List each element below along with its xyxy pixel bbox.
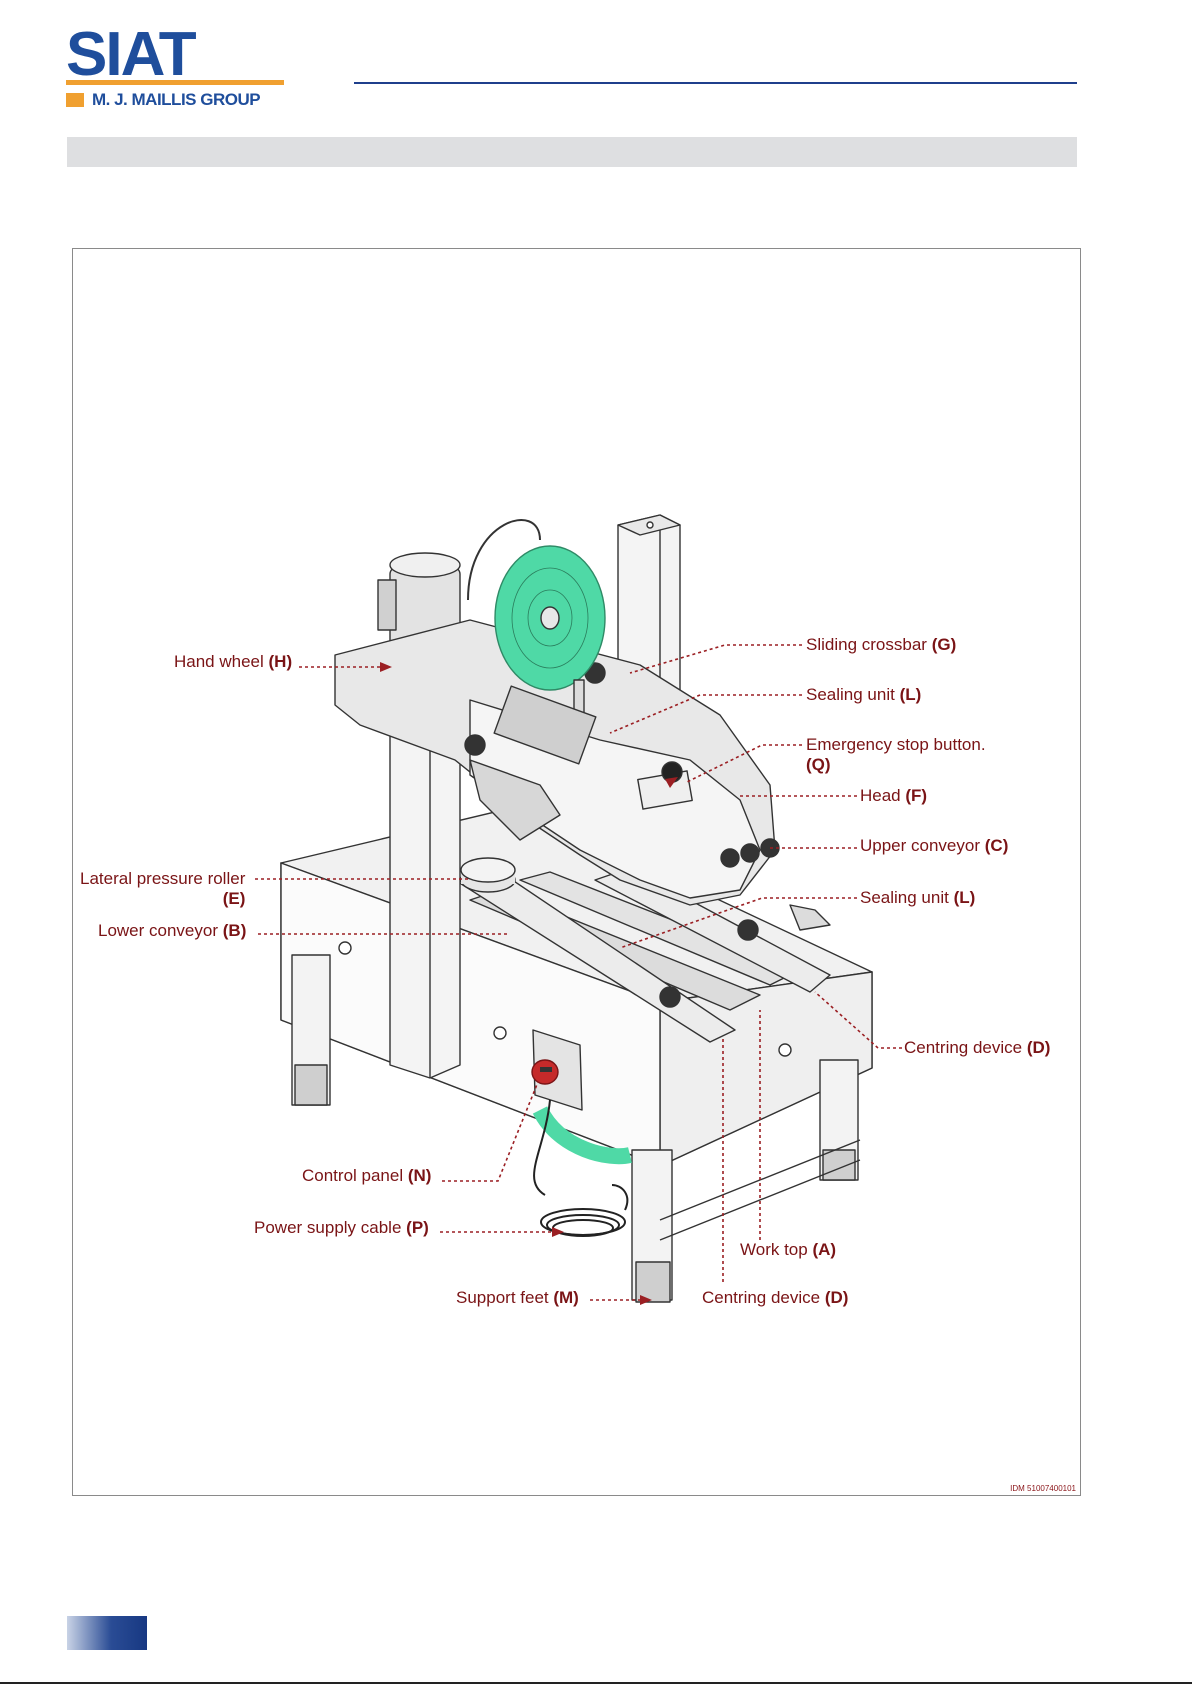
callout-arrowheads — [380, 662, 678, 1305]
callout-sealing-unit-upper: Sealing unit (L) — [806, 685, 922, 704]
logo-group-name: M. J. MAILLIS GROUP — [92, 90, 261, 109]
section-band — [67, 137, 1077, 167]
control-panel-box — [531, 1029, 583, 1111]
figure-frame: IDM 51007400101 — [72, 248, 1081, 1496]
callout-leader-lines — [255, 644, 902, 1301]
header-rule — [354, 82, 1077, 84]
siat-logo: SIAT M. J. MAILLIS GROUP — [66, 24, 284, 112]
footer-rule — [0, 1682, 1192, 1684]
callout-centring-device-right: Centring device (D) — [904, 1038, 1051, 1057]
callout-head: Head (F) — [860, 786, 928, 805]
logo-wordmark: SIAT — [66, 20, 197, 89]
footer-page-tab — [67, 1616, 147, 1650]
power-cable-coil — [533, 1099, 629, 1237]
callout-hand-wheel: Hand wheel (H) — [174, 652, 293, 671]
callout-lateral-pressure-roller: Lateral pressure roller (E) — [80, 869, 246, 908]
callout-sealing-unit-lower: Sealing unit (L) — [860, 888, 976, 907]
callout-sliding-crossbar: Sliding crossbar (G) — [806, 635, 957, 654]
figure-id: IDM 51007400101 — [1010, 1484, 1076, 1493]
callout-lower-conveyor: Lower conveyor (B) — [98, 921, 247, 940]
callout-control-panel: Control panel (N) — [302, 1166, 432, 1185]
callout-emergency-stop: Emergency stop button. (Q) — [806, 735, 986, 774]
callout-centring-device-bottom: Centring device (D) — [702, 1288, 849, 1307]
logo-underline — [66, 80, 284, 85]
callout-upper-conveyor: Upper conveyor (C) — [860, 836, 1009, 855]
tape-roll — [467, 519, 632, 1165]
callout-work-top: Work top (A) — [740, 1240, 837, 1259]
logo-square — [66, 93, 84, 107]
callout-power-supply-cable: Power supply cable (P) — [254, 1218, 429, 1237]
left-column — [377, 552, 461, 1079]
lateral-pressure-roller — [460, 857, 516, 893]
callout-support-feet: Support feet (M) — [456, 1288, 579, 1307]
